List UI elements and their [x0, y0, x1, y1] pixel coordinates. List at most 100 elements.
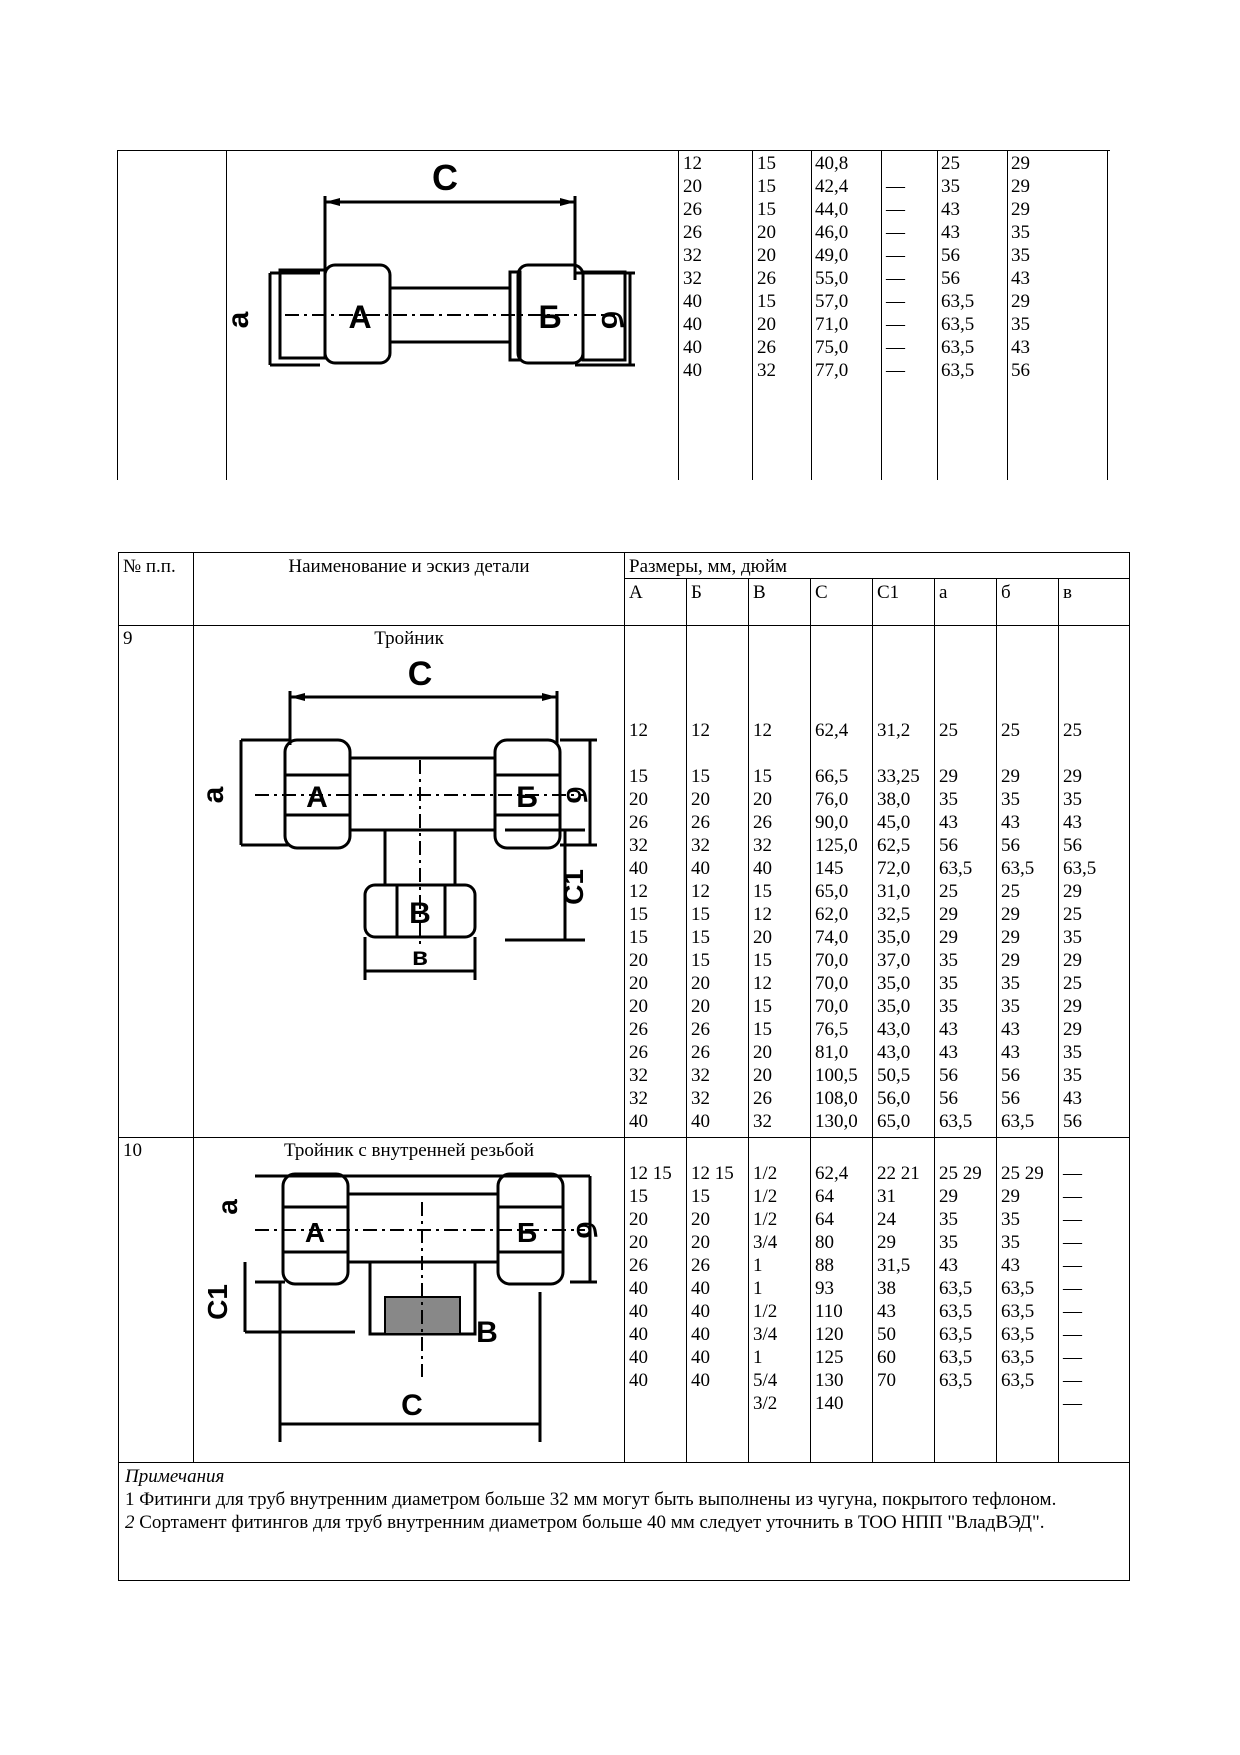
row10-col-A-cell: 20: [629, 1209, 648, 1230]
row10-col-B-cell: 40: [691, 1278, 710, 1299]
row9-col-a-cell: 35: [939, 973, 958, 994]
top-col-C1-cell: —: [886, 199, 905, 220]
row9-col-C-cell: 130,0: [815, 1111, 858, 1132]
row9-col-v-cell: 25: [1063, 904, 1082, 925]
row9-col-b-cell: 29: [1001, 904, 1020, 925]
row9-col-b-cell: 35: [1001, 789, 1020, 810]
row10-col-v-cell: —: [1063, 1278, 1082, 1299]
row10-col-v-cell: —: [1063, 1324, 1082, 1345]
row9-col-B-cell: 12: [691, 720, 710, 741]
row9-col-C1-cell: 33,25: [877, 766, 920, 787]
row9-col-B-cell: 15: [691, 766, 710, 787]
top-col-a-cell: 35: [941, 176, 960, 197]
row10-col-V-cell: 1/2: [753, 1209, 778, 1230]
top-col-a-cell: 63,5: [941, 314, 975, 335]
row10-col-a-cell: 29: [939, 1186, 958, 1207]
row9-col-v-cell: 35: [1063, 1042, 1082, 1063]
row9-col-v-cell: 63,5: [1063, 858, 1097, 879]
row9-col-V-cell: 15: [753, 766, 772, 787]
row10-col-C1-cell: 31: [877, 1186, 896, 1207]
row10-col-a-cell: 43: [939, 1255, 958, 1276]
row9-col-V-cell: 26: [753, 1088, 772, 1109]
row9-col-b-cell: [1001, 742, 1034, 765]
row9-col-V-cell: 20: [753, 789, 772, 810]
row9-col-b-cell: 43: [1001, 1042, 1020, 1063]
top-col-C1-cell: —: [886, 337, 905, 358]
row10-col-C1-cell: 29: [877, 1232, 896, 1253]
row10-name: Тройник с внутренней резьбой: [283, 1140, 534, 1161]
row10-col-V-cell: 3/2: [753, 1393, 778, 1414]
row9-col-A-cell: 15: [629, 904, 648, 925]
row9-col-a-cell: 29: [939, 904, 958, 925]
top-col-C-cell: 77,0: [815, 360, 849, 381]
row9-col-V-cell: 20: [753, 1042, 772, 1063]
row9-col-C1-cell: 38,0: [877, 789, 911, 810]
tee-label-c: С: [408, 655, 433, 693]
row10-col-B-cell: 20: [691, 1209, 710, 1230]
row10-col-C1-cell: 50: [877, 1324, 896, 1345]
row9-col-A-cell: 32: [629, 1088, 648, 1109]
tee-label-V: В: [409, 897, 431, 930]
row10-col-A-cell: 40: [629, 1278, 648, 1299]
top-col-B-cell: 20: [757, 222, 776, 243]
row10-col-A-cell: 40: [629, 1370, 648, 1391]
coupling-label-A: А: [348, 299, 371, 335]
row9-col-C1-cell: 56,0: [877, 1088, 911, 1109]
row9-col-v-cell: 35: [1063, 927, 1082, 948]
row9-col-C1-cell: 35,0: [877, 927, 911, 948]
top-col-C-cell: 71,0: [815, 314, 849, 335]
row9-col-C-cell: 70,0: [815, 973, 849, 994]
row9-col-A-cell: 20: [629, 950, 648, 971]
row9-col-B-cell: 15: [691, 950, 710, 971]
row9-col-b-cell: 29: [1001, 950, 1020, 971]
row10-col-C-cell: 110: [815, 1301, 843, 1322]
row9-col-b-cell: 56: [1001, 1088, 1020, 1109]
row9-col-B-cell: 26: [691, 1019, 710, 1040]
top-col-b-cell: 29: [1011, 176, 1030, 197]
note-1: 1 Фитинги для труб внутренним диаметром …: [125, 1488, 1125, 1511]
row9-col-a-cell: 29: [939, 766, 958, 787]
threaded-tee-label-c: С: [401, 1389, 423, 1422]
row10-col-b-cell: 25 29: [1001, 1163, 1044, 1184]
top-col-b-cell: 29: [1011, 153, 1030, 174]
row9-col-V-cell: 12: [753, 720, 772, 741]
row9-col-A-cell: [629, 742, 648, 765]
coupling-label-a: а: [230, 311, 255, 328]
row10-col-B-cell: 26: [691, 1255, 710, 1276]
row9-col-a-cell: 25: [939, 720, 958, 741]
row9-col-b-cell: 25: [1001, 881, 1020, 902]
row9-col-C-cell: 70,0: [815, 996, 849, 1017]
top-col-a-cell: 63,5: [941, 337, 975, 358]
row9-col-V-cell: 40: [753, 858, 772, 879]
row9-col-a-cell: 56: [939, 1088, 958, 1109]
row9-col-V-cell: 26: [753, 812, 772, 833]
top-col-b-cell: 56: [1011, 360, 1030, 381]
row10-col-v: ———————————: [1063, 1162, 1082, 1415]
row9-col-v-cell: 43: [1063, 1088, 1082, 1109]
top-col-b-cell: 43: [1011, 268, 1030, 289]
row9-col-V-cell: 15: [753, 881, 772, 902]
row9-col-a-cell: 29: [939, 927, 958, 948]
row9-col-v-cell: 56: [1063, 1111, 1082, 1132]
top-col-C1-cell: —: [886, 222, 905, 243]
top-col-C1-cell: —: [886, 245, 905, 266]
row9-col-C-cell: 125,0: [815, 835, 858, 856]
header-sizes: Размеры, мм, дюйм: [629, 556, 788, 577]
row10-col-C-cell: 64: [815, 1209, 834, 1230]
row10-col-a-cell: 63,5: [939, 1278, 973, 1299]
top-col-a-cell: 56: [941, 245, 960, 266]
row9-col-B-cell: 32: [691, 1065, 710, 1086]
row9-col-B-cell: 40: [691, 858, 710, 879]
row9-col-C-cell: 90,0: [815, 812, 849, 833]
tee-label-v: в: [412, 941, 428, 971]
top-col-B-cell: 15: [757, 291, 776, 312]
top-col-b-cell: 29: [1011, 291, 1030, 312]
top-col-a-cell: 43: [941, 222, 960, 243]
